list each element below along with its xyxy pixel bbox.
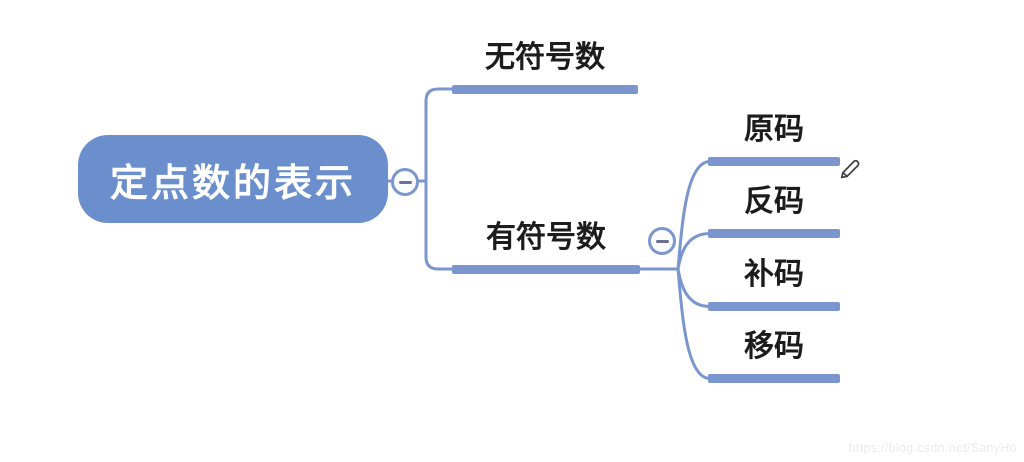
- curve-to-yima: [676, 268, 711, 380]
- minus-icon: [398, 180, 412, 184]
- topic-unsigned[interactable]: 无符号数: [452, 41, 638, 94]
- topic-buma[interactable]: 补码: [708, 258, 840, 311]
- topic-unsigned-label: 无符号数: [485, 41, 605, 74]
- topic-yima-label: 移码: [744, 330, 804, 363]
- watermark: https://blog.csdn.net/SanyHo: [848, 441, 1017, 455]
- curve-to-fanma: [676, 232, 711, 270]
- root-topic[interactable]: 定点数的表示: [78, 135, 388, 223]
- pencil-icon: [840, 160, 860, 179]
- curve-to-yuanma: [676, 160, 711, 270]
- topic-underline: [708, 374, 840, 383]
- topic-signed-label: 有符号数: [486, 221, 606, 254]
- topic-underline: [452, 265, 640, 274]
- signed-collapse-button[interactable]: [648, 227, 676, 255]
- topic-yuanma-label: 原码: [744, 113, 804, 146]
- topic-signed[interactable]: 有符号数: [452, 221, 640, 274]
- trunk-line: [424, 87, 455, 271]
- topic-underline: [708, 302, 840, 311]
- minus-icon: [655, 239, 669, 243]
- root-collapse-button[interactable]: [391, 168, 419, 196]
- topic-yuanma[interactable]: 原码: [708, 113, 840, 166]
- topic-underline: [708, 229, 840, 238]
- root-topic-label: 定点数的表示: [109, 162, 356, 205]
- topic-buma-label: 补码: [744, 258, 804, 291]
- topic-fanma[interactable]: 反码: [708, 185, 840, 238]
- topic-underline: [452, 85, 638, 94]
- curve-to-buma: [676, 268, 711, 308]
- topic-yima[interactable]: 移码: [708, 330, 840, 383]
- topic-fanma-label: 反码: [744, 185, 804, 218]
- topic-underline: [708, 157, 840, 166]
